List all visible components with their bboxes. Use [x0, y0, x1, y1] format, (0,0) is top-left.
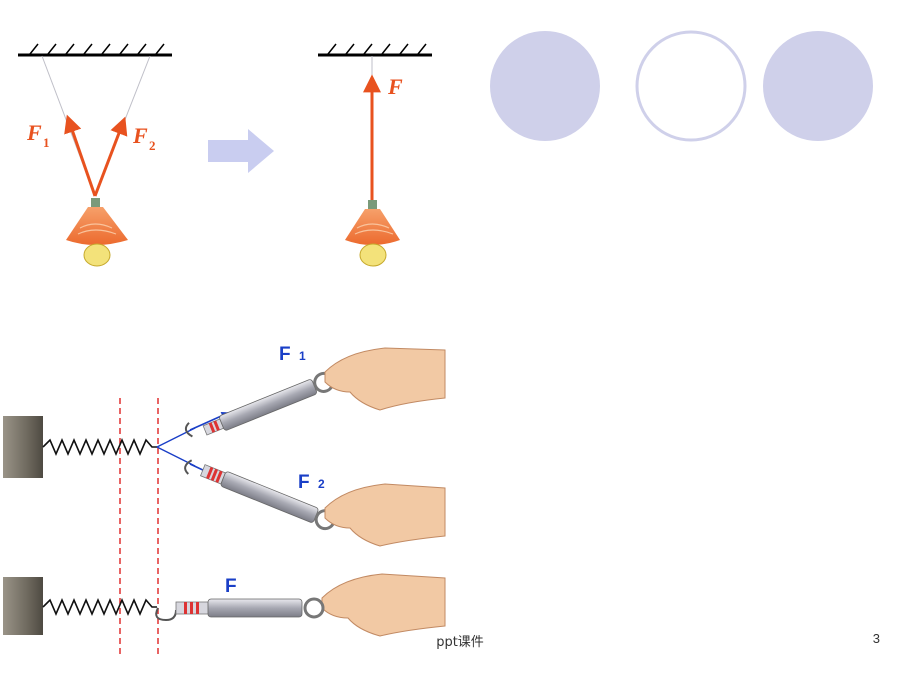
string-to-scale-2 [156, 446, 196, 467]
spring-scale-experiment: F 1 F 2 F [3, 344, 446, 658]
label-scale-f: F [225, 576, 237, 597]
hand-middle [324, 483, 446, 547]
footer-text: ppt课件 [436, 635, 484, 650]
spring-scale-2 [184, 459, 336, 531]
ceiling-hatch-right [327, 43, 427, 55]
single-string-lamp-diagram: F [318, 43, 432, 267]
label-scale-f1-sub: 1 [299, 349, 306, 363]
spring-scale-single [155, 597, 325, 622]
label-f1: F [26, 120, 42, 145]
force-arrow-f2 [93, 116, 128, 197]
circle-middle [635, 30, 747, 142]
spring-scale-1 [184, 371, 335, 438]
label-scale-f2: F [298, 472, 310, 493]
hand-upper [324, 347, 446, 411]
wall-bottom [3, 577, 43, 635]
two-string-lamp-diagram: F 1 F 2 [18, 43, 172, 267]
lamp-icon [66, 198, 128, 267]
spring-top [42, 437, 157, 457]
spring-bottom [42, 597, 157, 617]
decorative-circles [490, 30, 873, 142]
hand-lower [321, 573, 446, 637]
ceiling-hatch-left [29, 43, 165, 55]
label-f2-sub: 2 [149, 138, 156, 153]
string-to-scale-1 [156, 427, 196, 448]
label-scale-f1: F [279, 344, 291, 365]
wall-top [3, 416, 43, 478]
equivalence-arrow [208, 129, 274, 173]
page-number: 3 [872, 631, 880, 646]
force-arrow-f1 [64, 114, 97, 197]
circle-left [490, 31, 600, 141]
label-f: F [387, 74, 403, 99]
lamp-icon [345, 200, 400, 267]
circle-right [763, 31, 873, 141]
label-scale-f2-sub: 2 [318, 477, 325, 491]
label-f2: F [132, 123, 148, 148]
label-f1-sub: 1 [43, 135, 50, 150]
